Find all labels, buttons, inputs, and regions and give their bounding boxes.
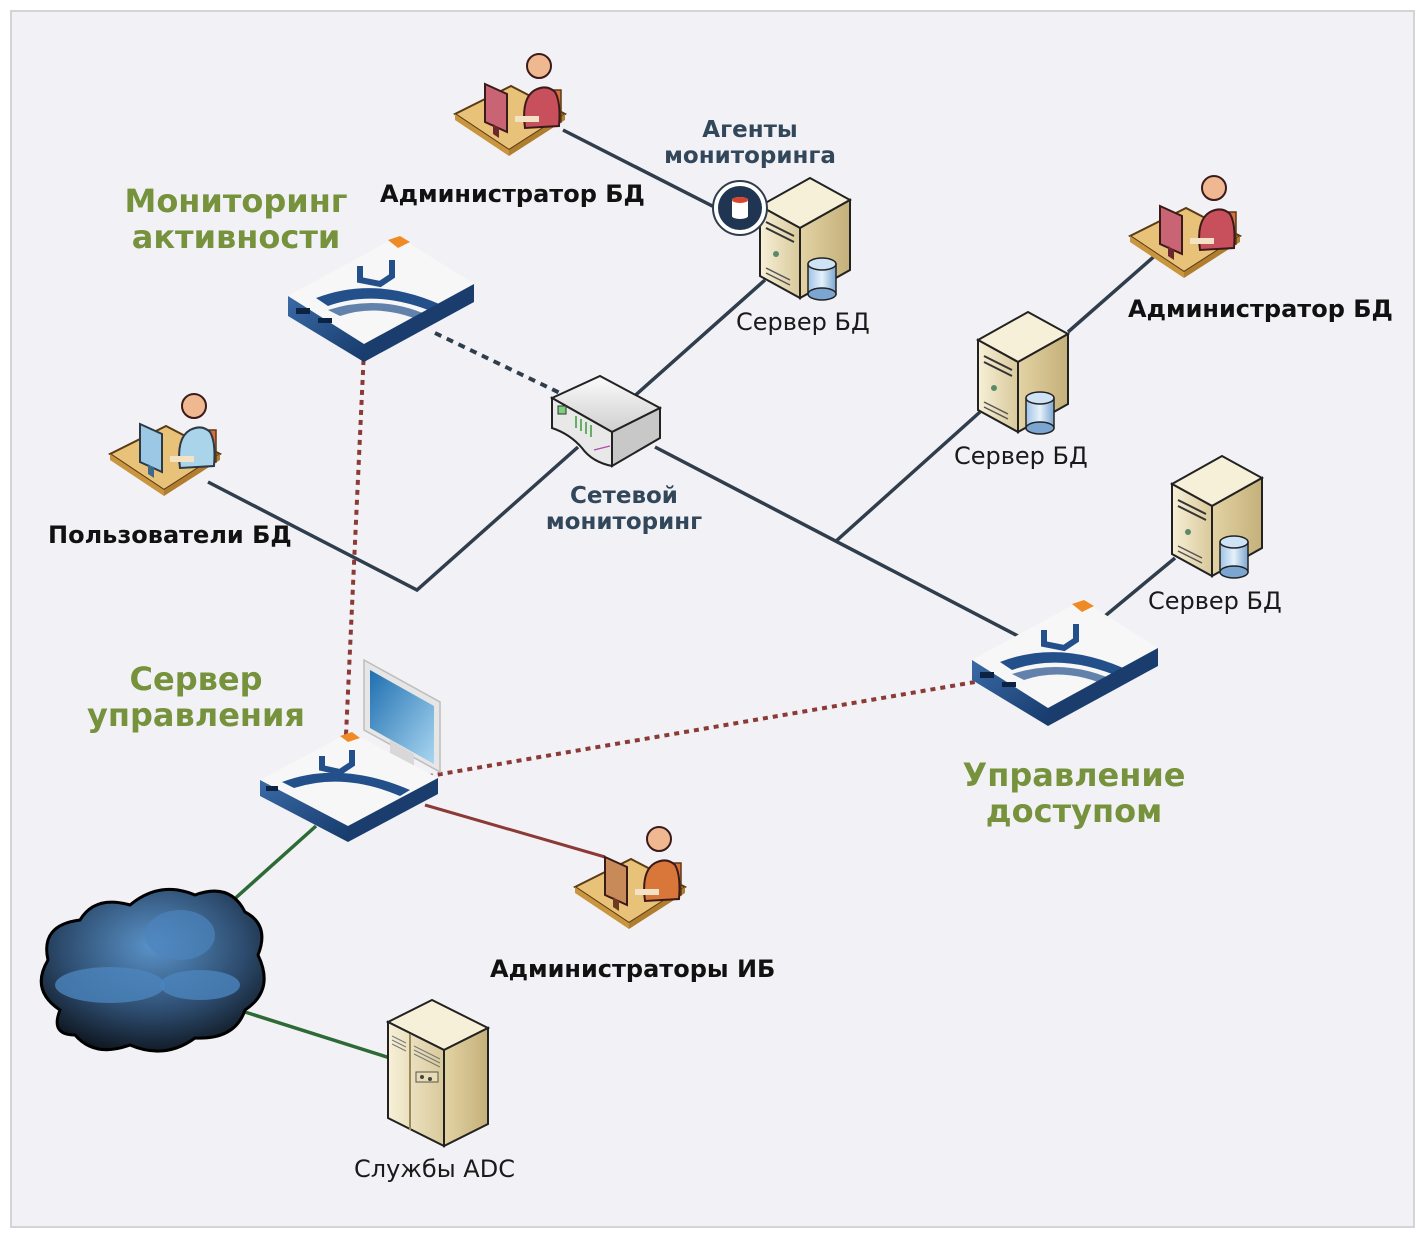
adc-services-label: Службы ADC	[354, 1155, 515, 1183]
monitoring-agents-label: Агенты мониторинга	[658, 117, 842, 170]
activity-monitoring-appliance-icon[interactable]	[288, 236, 474, 362]
db-server-mid-icon[interactable]	[975, 310, 1071, 435]
db-users-label: Пользователи БД	[48, 521, 292, 549]
link-db-admin-top-to-db-server	[562, 128, 731, 217]
db-users-workstation-icon[interactable]	[108, 393, 222, 496]
management-server-label: Сервер управления	[84, 660, 308, 734]
access-control-label: Управление доступом	[956, 756, 1192, 830]
network-monitoring-label: Сетевой мониторинг	[528, 483, 720, 536]
label-line: управления	[87, 695, 305, 734]
db-admin-workstation-icon[interactable]	[453, 53, 567, 156]
activity-monitoring-label: Мониторинг активности	[118, 182, 354, 256]
db-server-mid-label: Сервер БД	[954, 442, 1088, 470]
db-admin-top-label: Администратор БД	[380, 180, 645, 208]
label-line: Агенты	[702, 117, 798, 143]
db-admin-right-label: Администратор БД	[1128, 295, 1393, 323]
label-line: Сервер	[129, 660, 263, 698]
link-activity-monitoring-to-network-tap	[434, 331, 561, 395]
link-network-tap-to-db-server-top	[628, 278, 767, 402]
link-junction-to-db-server-mid	[833, 410, 982, 544]
link-cloud-to-adc-services	[244, 1010, 391, 1060]
link-db-server-mid-to-db-admin-right	[1066, 251, 1160, 334]
db-server-right-icon[interactable]	[1169, 454, 1265, 579]
security-admins-workstation-icon[interactable]	[573, 826, 687, 929]
db-server-right-label: Сервер БД	[1148, 587, 1282, 615]
label-line: мониторинг	[545, 508, 703, 535]
links	[207, 128, 1177, 1060]
access-control-appliance-icon[interactable]	[972, 600, 1158, 726]
network-monitoring-device-icon[interactable]	[549, 374, 663, 468]
db-server-top-label: Сервер БД	[736, 308, 870, 336]
link-db-users-to-network-tap	[207, 445, 580, 593]
label-line: активности	[131, 217, 341, 256]
link-management-server-to-cloud	[228, 824, 318, 905]
db-server-top-icon[interactable]	[757, 176, 853, 301]
label-line: мониторинга	[664, 142, 836, 169]
link-management-server-to-security-admins	[424, 803, 606, 859]
label-line: Управление	[962, 756, 1186, 794]
link-activity-monitoring-to-management-server	[344, 349, 366, 736]
management-server-appliance-icon[interactable]	[260, 658, 441, 842]
link-management-server-to-access-control	[417, 680, 976, 780]
security-admins-label: Администраторы ИБ	[490, 955, 776, 983]
db-admin-right-workstation-icon[interactable]	[1128, 175, 1242, 278]
network-cloud-icon[interactable]	[39, 887, 266, 1053]
adc-services-server-icon[interactable]	[385, 998, 491, 1148]
monitoring-agent-icon[interactable]	[712, 180, 768, 236]
label-line: Мониторинг	[124, 182, 348, 220]
label-line: доступом	[985, 791, 1163, 830]
label-line: Сетевой	[570, 483, 678, 509]
link-access-control-to-db-server-right	[1103, 556, 1177, 618]
